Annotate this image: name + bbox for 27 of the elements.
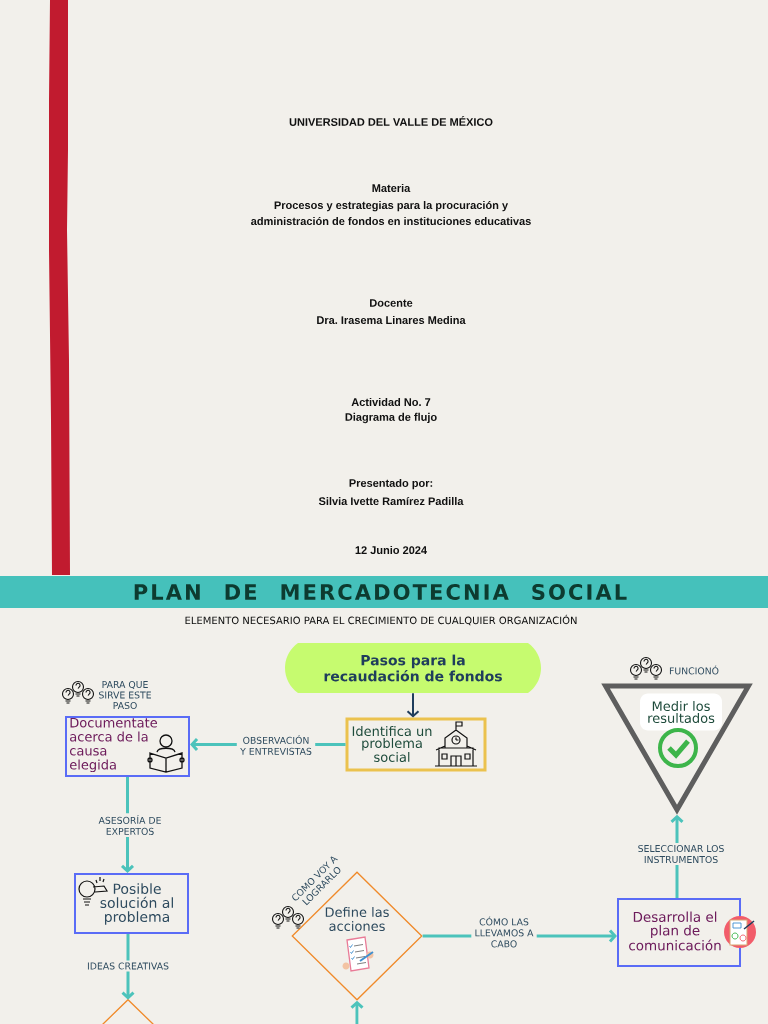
title-banner: PLAN DE MERCADOTECNIA SOCIAL [0,576,768,608]
process-box: Posible solución al problema [74,873,189,934]
process-box: Documentate acerca de la causa elegida [65,716,190,777]
edge-label: ASESORÍA DE EXPERTOS [95,813,165,837]
text-card: Medir los resultados [640,693,722,731]
cover-text: Presentado por: [349,478,433,490]
cover-text: Actividad No. 7 [351,397,431,407]
cover-text: Dra. Irasema Linares Medina [317,315,466,325]
arrow [350,1000,364,1024]
cover-text: UNIVERSIDAD DEL VALLE DE MÉXICO [289,116,493,126]
arrow [406,692,420,718]
process-box: Identifica un problema social [345,717,487,772]
edge-label: CÓMO LAS LLEVAMOS A CABO [471,914,537,950]
subtitle: ELEMENTO NECESARIO PARA EL CRECIMIENTO DE CUALQUIER ORGANIZACIÓN [185,614,577,626]
process-box: Desarrolla el plan de comunicación [617,898,741,967]
cover-text: Silvia Ivette Ramírez Padilla [318,496,464,506]
cover-text: Diagrama de flujo [345,412,437,424]
arrow [121,934,135,1000]
note-text: FUNCIONÓ [669,665,719,675]
edge-label: OBSERVACIÓN Y ENTREVISTAS [236,733,316,757]
cover-text: Procesos y estrategias para la procuración y administración de fondos en instituciones educativas [251,200,531,226]
rounded-banner: Pasos para la recaudación de fondos [285,643,541,693]
cover-text: Materia [372,183,411,193]
edge-label: IDEAS CREATIVAS [85,960,171,972]
cover-text: Docente [370,299,413,307]
cover-text: 12 Junio 2024 [355,545,427,555]
note-text: PARA QUE SIRVE ESTE PASO [99,681,151,709]
